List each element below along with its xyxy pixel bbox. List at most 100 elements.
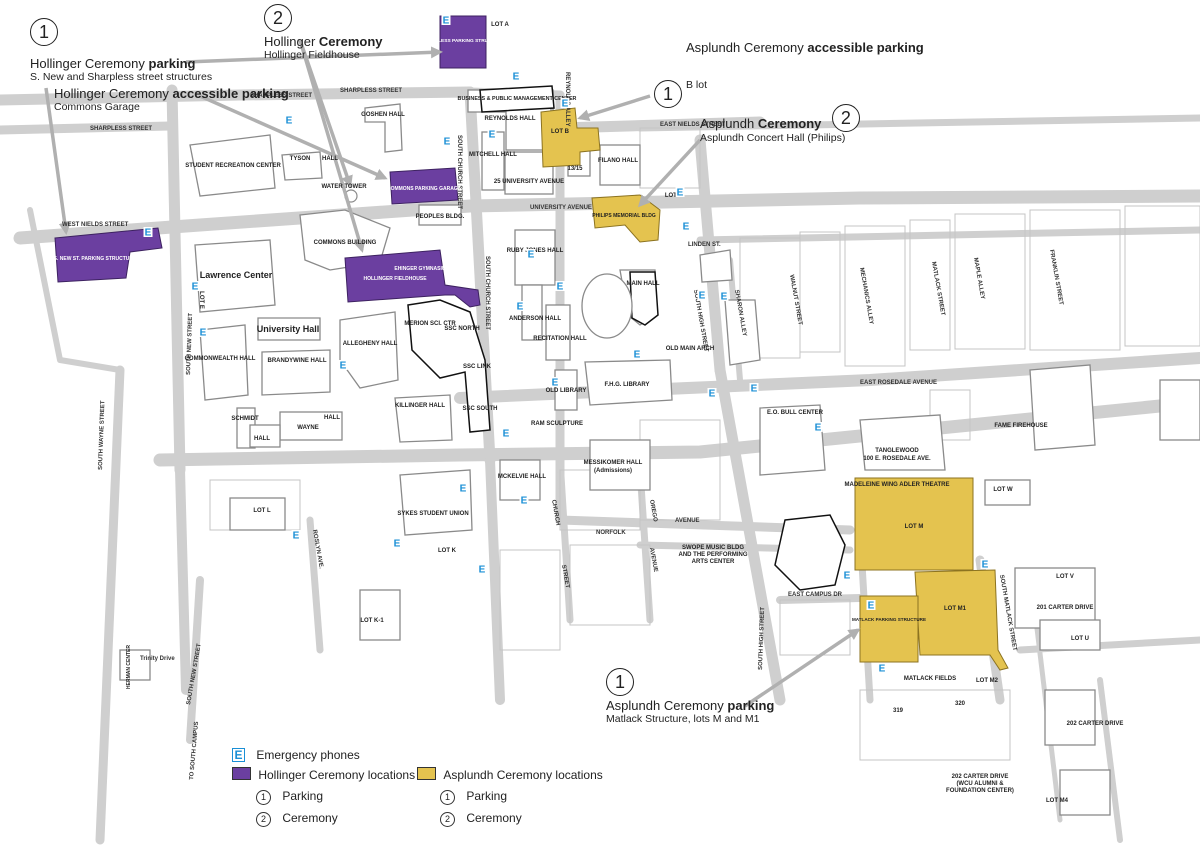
label-allegheny: ALLEGHENY HALL — [343, 341, 398, 347]
emergency-phone-marker: E — [441, 15, 451, 27]
callout-subtitle: S. New and Sharpless street structures — [30, 71, 213, 83]
svg-text:E: E — [489, 130, 496, 141]
label-lot-e: LOT E — [198, 291, 204, 309]
emergency-phone-marker: E — [842, 570, 852, 582]
legend-hollinger-ceremony: 2 Ceremony — [256, 811, 338, 827]
label-goshen: GOSHEN HALL — [361, 112, 405, 118]
callout-hollinger-parking: 1 Hollinger Ceremony parking S. New and … — [30, 18, 212, 84]
svg-text:E: E — [879, 664, 886, 675]
emergency-phone-marker: E — [519, 495, 529, 507]
label-sharpless-2: SHARPLESS STREET — [250, 93, 312, 99]
label-old-main-arch: OLD MAIN ARCH — [666, 346, 714, 352]
svg-text:E: E — [145, 228, 152, 239]
label-lot-m: LOT M — [905, 524, 924, 530]
label-water-tower: WATER TOWER — [321, 184, 367, 190]
label-anderson: ANDERSON HALL — [509, 316, 561, 322]
svg-text:E: E — [521, 496, 528, 507]
callout-number: 2 — [264, 4, 292, 32]
callout-subtitle: Matlack Structure, lots M and M1 — [606, 713, 760, 725]
label-f319: 319 — [893, 708, 904, 714]
svg-text:E: E — [557, 282, 564, 293]
label-street: STREET — [560, 564, 570, 589]
circled-one-icon: 1 — [256, 790, 271, 805]
label-fame: FAME FIREHOUSE — [994, 423, 1047, 429]
label-f320: 320 — [955, 701, 966, 707]
label-madeleine: MADELEINE WING ADLER THEATRE — [845, 482, 950, 488]
commons-parking-garage — [389, 167, 459, 205]
callout-title-bold: Ceremony — [318, 34, 383, 49]
callout-subtitle: Commons Garage — [54, 101, 140, 113]
emergency-phone-marker: E — [198, 327, 208, 339]
label-sharpless-parking: SHARPLESS PARKING STRUCTURE — [421, 38, 505, 44]
label-trinity: Trinity Drive — [140, 656, 175, 662]
lot-m1 — [914, 569, 1009, 671]
label-east-campus-dr: EAST CAMPUS DR — [788, 592, 843, 598]
label-lot-m1: LOT M1 — [944, 606, 967, 612]
label-recitation: RECITATION HALL — [533, 336, 587, 342]
label-hall-2: HALL — [254, 436, 270, 442]
emergency-phone-marker: E — [560, 98, 570, 110]
callout-title: Hollinger Ceremony — [30, 56, 149, 71]
callout-title-bold: accessible parking — [172, 86, 289, 101]
emergency-phone-marker: E — [813, 422, 823, 434]
emergency-phone-marker: E — [392, 538, 402, 550]
emergency-phone-marker: E — [681, 221, 691, 233]
label-admissions: (Admissions) — [594, 468, 632, 474]
legend-emergency-label: Emergency phones — [256, 748, 360, 762]
label-south-wayne: SOUTH WAYNE STREET — [98, 400, 106, 470]
label-hall: HALL — [322, 156, 338, 162]
legend-hollinger-label: Hollinger Ceremony locations — [258, 768, 416, 782]
label-filano: FILANO HALL — [598, 158, 638, 164]
emergency-phone-marker: E — [501, 428, 511, 440]
legend-asplundh-ceremony: 2 Ceremony — [440, 811, 522, 827]
emergency-phone-marker: E — [719, 291, 729, 303]
legend-parking-label: Parking — [282, 789, 324, 803]
label-orego: OREGO — [648, 499, 658, 522]
callout-subtitle: Hollinger Fieldhouse — [264, 49, 360, 61]
svg-text:E: E — [444, 137, 451, 148]
label-peoples: PEOPLES BLDG. — [416, 214, 465, 220]
emergency-phone-marker: E — [555, 281, 565, 293]
svg-text:E: E — [677, 188, 684, 199]
callout-number: 1 — [654, 80, 682, 108]
svg-text:E: E — [721, 292, 728, 303]
label-mitchell: MITCHELL HALL — [469, 152, 517, 158]
circled-two-icon: 2 — [256, 812, 271, 827]
label-killinger: KILLINGER HALL — [395, 403, 445, 409]
label-university-ave: UNIVERSITY AVENUE — [530, 205, 592, 211]
legend-emergency: E Emergency phones — [232, 748, 360, 762]
svg-text:E: E — [562, 99, 569, 110]
emergency-phone-icon: E — [232, 748, 245, 762]
label-ssc-south: SSC SOUTH — [462, 406, 497, 412]
label-hall-3: HALL — [324, 415, 340, 421]
asplundh-swatch — [417, 767, 436, 780]
label-merion: MERION SCI. CTR — [404, 321, 456, 327]
label-matlack-fields: MATLACK FIELDS — [904, 676, 956, 682]
label-matlack-parking: MATLACK PARKING STRUCTURE — [852, 617, 926, 622]
label-messikomer: MESSIKOMER HALL — [584, 460, 643, 466]
label-commons-bldg: COMMONS BUILDING — [314, 240, 377, 246]
lot-b — [540, 107, 601, 168]
legend-asplundh-parking: 1 Parking — [440, 789, 507, 805]
emergency-phone-marker: E — [291, 530, 301, 542]
svg-text:E: E — [699, 291, 706, 302]
emergency-phone-marker: E — [190, 281, 200, 293]
label-university-hall: University Hall — [257, 324, 320, 334]
emergency-phone-marker: E — [143, 227, 153, 239]
emergency-phone-marker: E — [526, 249, 536, 261]
label-lot-b: LOT B — [551, 129, 570, 135]
svg-text:E: E — [528, 250, 535, 261]
emergency-phone-marker: E — [707, 388, 717, 400]
emergency-phone-marker: E — [515, 301, 525, 313]
legend-asplundh: Asplundh Ceremony locations — [417, 767, 603, 782]
label-south-church-2: SOUTH CHURCH STREET — [484, 256, 490, 330]
city-blocks — [209, 127, 1200, 761]
label-church: CHURCH — [550, 499, 560, 526]
svg-text:E: E — [503, 429, 510, 440]
emergency-phone-marker: E — [675, 187, 685, 199]
label-ram-sculpture: RAM SCULPTURE — [531, 421, 583, 427]
label-lot-m4: LOT M4 — [1046, 798, 1069, 804]
lot-m — [854, 477, 974, 571]
label-lot-w: LOT W — [993, 487, 1013, 493]
svg-text:E: E — [513, 72, 520, 83]
